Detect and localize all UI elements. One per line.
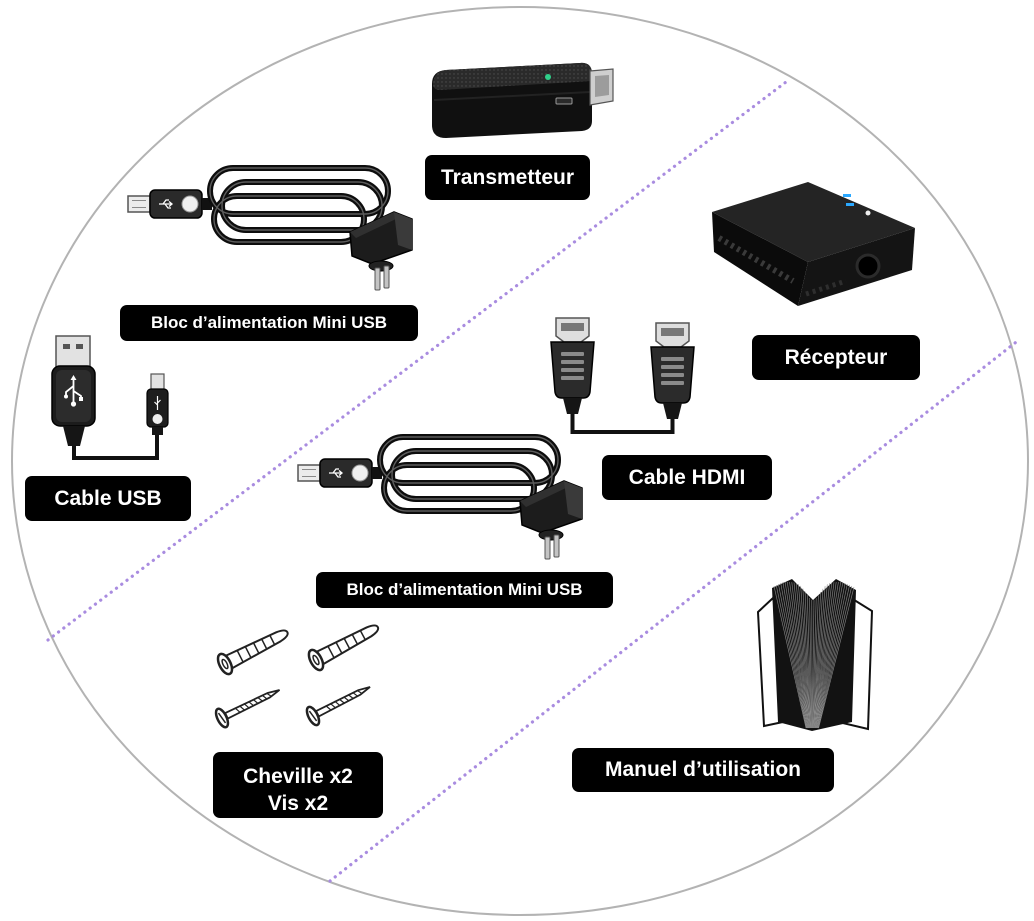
label-anchors-screws: Cheville x2 Vis x2 [213,752,383,818]
contents-circle-outline [11,6,1029,916]
wall-anchor-icon-1 [213,621,294,678]
hdmi-plug-right-icon [650,322,695,419]
label-power-adapter-2: Bloc d’alimentation Mini USB [316,572,613,608]
power-adapter-icon-1 [128,168,412,290]
anchors-and-screws-icon [212,616,385,731]
user-manual-booklet-icon [756,579,874,731]
label-transmitter: Transmetteur [425,155,590,200]
transmitter-device-icon [432,62,614,138]
wall-anchor-icon-2 [304,616,385,674]
label-receiver: Récepteur [752,335,920,380]
label-usb-cable: Cable USB [25,476,191,521]
usb-cable-icon [51,335,169,460]
screw-icon-2 [303,676,376,729]
screw-icon-1 [212,679,286,731]
label-screws-line: Vis x2 [267,792,329,815]
receiver-device-icon [712,182,915,306]
label-hdmi-cable: Cable HDMI [602,455,772,500]
label-user-manual: Manuel d’utilisation [572,748,834,792]
dotted-divider-upper [46,80,788,642]
hdmi-cable-icon [550,317,695,434]
label-anchors-line: Cheville x2 [243,765,353,788]
power-adapter-icon-2 [298,437,582,559]
label-power-adapter-1: Bloc d’alimentation Mini USB [120,305,418,341]
dotted-divider-lower [328,337,1022,883]
hdmi-plug-left-icon [550,317,595,414]
